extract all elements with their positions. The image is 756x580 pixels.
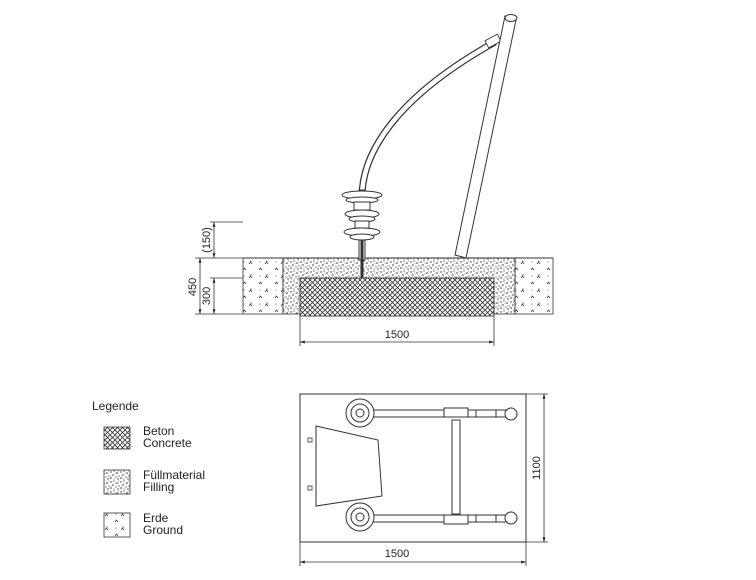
legend-swatch-filling [103, 469, 131, 495]
seat-plate [315, 425, 383, 507]
dim-top-width: 1500 [385, 548, 409, 560]
legend-swatch-ground [103, 512, 131, 538]
top-discs [345, 398, 375, 532]
main-post [454, 15, 517, 259]
legend-swatch-concrete [103, 426, 131, 450]
dim-foundation: 300 [201, 287, 213, 305]
top-dimensions [299, 393, 548, 566]
legend-filling-en: Filling [143, 480, 174, 494]
side-dimensions [195, 221, 495, 346]
dim-top-depth: 1100 [531, 456, 543, 480]
dim-total-depth: 450 [187, 278, 199, 296]
ground-left [242, 257, 284, 315]
legend-filling-de: Füllmaterial [143, 468, 205, 482]
ground-right [514, 257, 554, 315]
legend-concrete-en: Concrete [143, 436, 192, 450]
dim-side-width: 1500 [385, 329, 409, 341]
side-view: 450 300 (150) 1500 [187, 14, 554, 346]
top-frame [361, 407, 518, 525]
legend-title: Legende [92, 399, 139, 413]
legend-concrete-de: Beton [143, 424, 174, 438]
legend-ground-en: Ground [143, 523, 183, 537]
legend: Legende Beton Concrete Füllmaterial Fill… [92, 399, 205, 538]
dim-bracket: (150) [201, 227, 213, 253]
top-view: 1500 1100 [299, 393, 548, 566]
concrete-foundation [299, 277, 495, 317]
pedal-stack [341, 189, 383, 278]
legend-ground-de: Erde [143, 511, 169, 525]
